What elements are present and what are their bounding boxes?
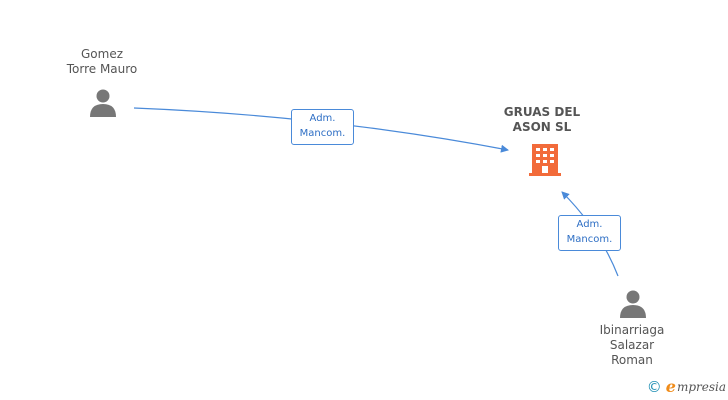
person-name-gomez-torre-mauro[interactable]: Gomez Torre Mauro [54,47,150,77]
role-label-adm-mancom[interactable]: Adm. Mancom. [558,215,621,251]
person-name-line-1: Gomez [80,47,123,61]
brand-logo-e: e [665,377,676,396]
brand-logo-text: mpresia [676,380,726,394]
role-line-2: Mancom. [566,234,613,245]
role-line-1: Adm. [576,219,603,230]
role-label-adm-mancom[interactable]: Adm. Mancom. [291,109,354,145]
role-line-2: Mancom. [299,128,346,139]
copyright-symbol: © [646,378,662,396]
company-name[interactable]: GRUAS DEL ASON SL [492,105,592,135]
person-icon[interactable] [88,88,118,118]
person-name-line-2: Torre Mauro [66,62,138,76]
person-name-ibinarriaga-salazar-roman[interactable]: Ibinarriaga Salazar Roman [584,323,680,368]
person-name-line-1: Ibinarriaga [599,323,665,337]
person-icon[interactable] [618,289,648,319]
building-icon[interactable] [529,142,561,176]
person-name-line-2: Salazar [609,338,655,352]
role-line-1: Adm. [309,113,336,124]
company-name-line-2: ASON SL [512,120,572,134]
empresia-watermark: © e mpresia [646,377,726,397]
person-name-line-3: Roman [611,353,653,367]
company-name-line-1: GRUAS DEL [503,105,581,119]
